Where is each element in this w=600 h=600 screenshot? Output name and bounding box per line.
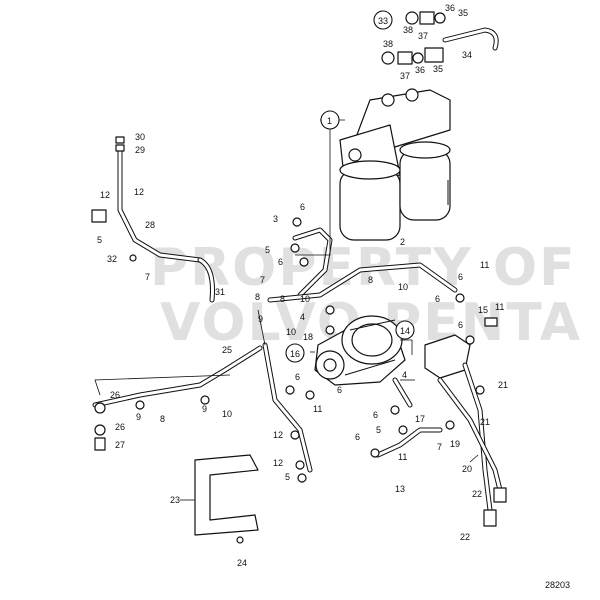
callout-21: 21 — [498, 380, 508, 390]
callout-32: 32 — [107, 254, 117, 264]
callout-4: 4 — [402, 370, 407, 380]
callout-21b: 21 — [480, 417, 490, 427]
callout-6b: 6 — [458, 272, 463, 282]
svg-text:33: 33 — [378, 16, 388, 26]
fitting-set-35-38 — [381, 11, 446, 65]
callout-6d: 6 — [458, 320, 463, 330]
callout-7c: 7 — [437, 442, 442, 452]
callout-10: 10 — [398, 282, 408, 292]
callout-2: 2 — [400, 237, 405, 247]
hose-20-pair — [437, 362, 507, 527]
callout-11c: 11 — [313, 404, 322, 414]
callout-23: 23 — [170, 495, 180, 505]
callout-24: 24 — [237, 558, 247, 568]
callout-34: 34 — [462, 50, 472, 60]
callout-7: 7 — [145, 272, 150, 282]
callout-31: 31 — [215, 287, 225, 297]
callout-6c: 6 — [435, 294, 440, 304]
callout-26b: 26 — [115, 422, 125, 432]
callout-27: 27 — [115, 440, 125, 450]
callout-12d: 12 — [273, 458, 283, 468]
circled-callout-14: 14 — [395, 320, 415, 340]
callout-17: 17 — [415, 414, 425, 424]
callout-6i: 6 — [278, 257, 283, 267]
callout-20: 20 — [462, 464, 472, 474]
fuel-filter-assembly — [339, 88, 451, 241]
callout-7b: 7 — [260, 275, 265, 285]
drawing-number: 28203 — [545, 580, 570, 590]
callout-8: 8 — [255, 292, 260, 302]
circled-callout-1: 1 — [320, 110, 340, 130]
svg-text:1: 1 — [327, 116, 332, 126]
callout-38b: 38 — [383, 39, 393, 49]
callout-36: 36 — [445, 3, 455, 13]
callout-37: 37 — [418, 31, 428, 41]
callout-11b: 11 — [495, 302, 504, 312]
fuel-line-13 — [375, 377, 443, 458]
callout-5d: 5 — [285, 472, 290, 482]
mounting-bracket-23 — [194, 454, 259, 536]
fuel-pump — [314, 315, 406, 386]
callout-8b: 8 — [368, 275, 373, 285]
hose-34 — [442, 27, 499, 51]
callout-37b: 37 — [400, 71, 410, 81]
callout-4b: 4 — [300, 312, 305, 322]
callout-38: 38 — [403, 25, 413, 35]
callout-6h: 6 — [355, 432, 360, 442]
callout-19: 19 — [450, 439, 460, 449]
callout-5c: 5 — [376, 425, 381, 435]
callout-6e: 6 — [295, 372, 300, 382]
callout-10c: 10 — [222, 409, 232, 419]
callout-36b: 36 — [415, 65, 425, 75]
callout-22: 22 — [472, 489, 482, 499]
fuel-line-25 — [92, 257, 263, 408]
callout-labels: 30 29 12 12 5 28 32 7 31 3 6 5 7 8 2 11 … — [97, 3, 508, 568]
circled-callout-33: 33 — [373, 10, 393, 30]
bolts-and-washers — [94, 217, 498, 544]
svg-text:16: 16 — [290, 349, 300, 359]
callout-6: 6 — [300, 202, 305, 212]
callout-18: 18 — [303, 332, 313, 342]
callout-10d: 10 — [300, 294, 310, 304]
callout-12b: 12 — [134, 187, 144, 197]
callout-10b: 10 — [286, 327, 296, 337]
callout-26: 26 — [110, 390, 120, 400]
callout-8c: 8 — [160, 414, 165, 424]
callout-11: 11 — [480, 260, 489, 270]
callout-6g: 6 — [373, 410, 378, 420]
callout-35: 35 — [458, 8, 468, 18]
callout-11d: 11 — [398, 452, 407, 462]
callout-12c: 12 — [273, 430, 283, 440]
callout-5: 5 — [97, 235, 102, 245]
circled-callout-16: 16 — [285, 343, 305, 363]
callout-13: 13 — [395, 484, 405, 494]
callout-15: 15 — [478, 305, 488, 315]
callout-9b: 9 — [136, 412, 141, 422]
callout-29: 29 — [135, 145, 145, 155]
callout-35b: 35 — [433, 64, 443, 74]
callout-30: 30 — [135, 132, 145, 142]
callout-12: 12 — [100, 190, 110, 200]
vent-pipe-28 — [91, 136, 203, 263]
callout-9: 9 — [258, 314, 263, 324]
callout-28: 28 — [145, 220, 155, 230]
callout-9c: 9 — [202, 404, 207, 414]
callout-5b: 5 — [265, 245, 270, 255]
callout-6f: 6 — [337, 385, 342, 395]
callout-22b: 22 — [460, 532, 470, 542]
callout-25: 25 — [222, 345, 232, 355]
svg-text:14: 14 — [400, 326, 410, 336]
callout-8d: 8 — [280, 294, 285, 304]
callout-3: 3 — [273, 214, 278, 224]
